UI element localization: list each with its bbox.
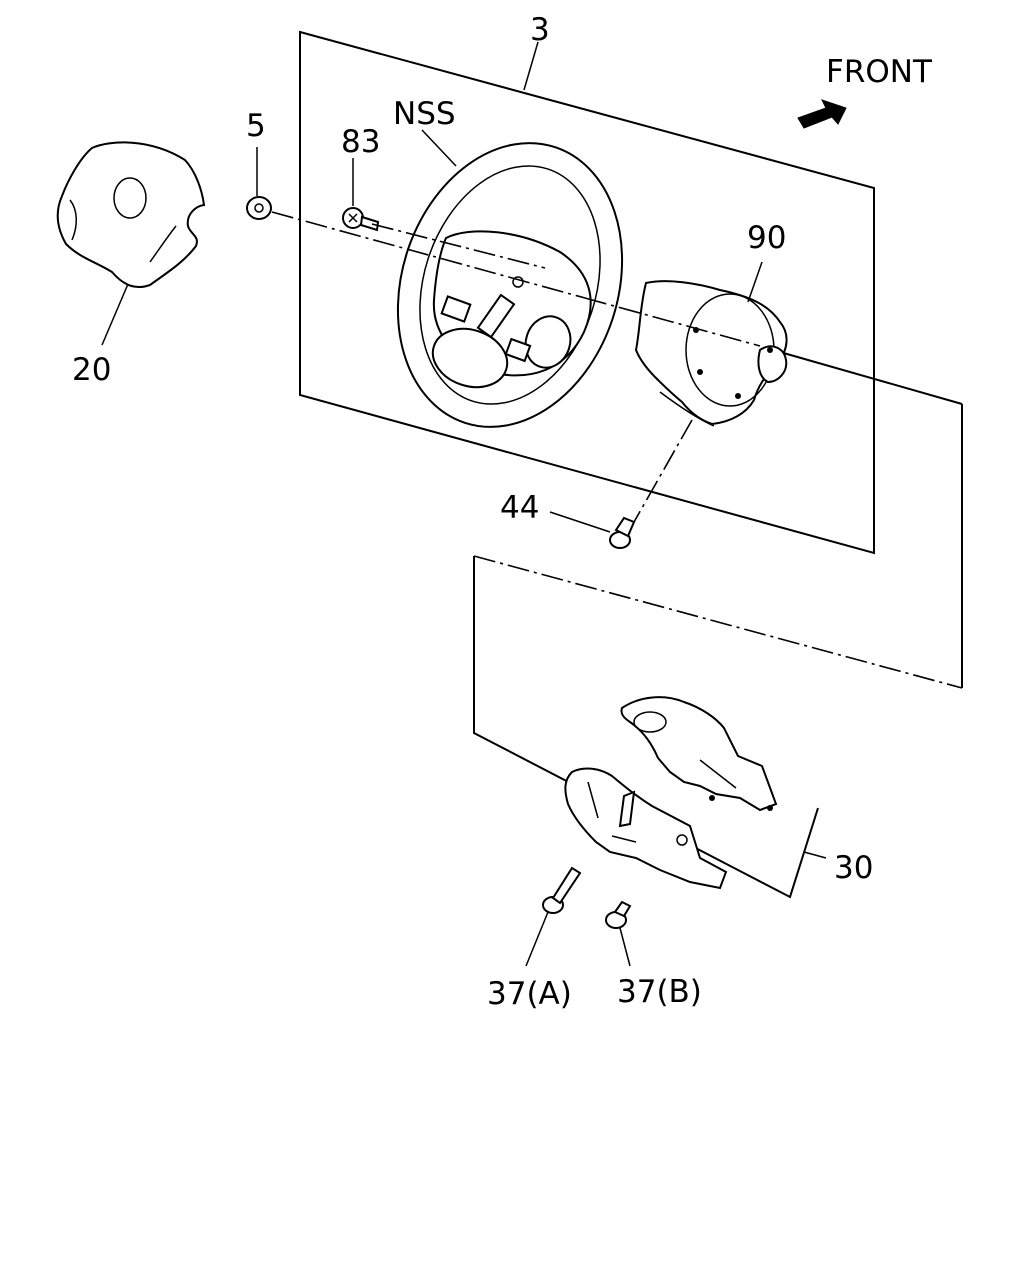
part-83-label: 83 [341,124,380,160]
part-3-label: 3 [530,12,550,48]
screw-44-part [609,516,636,549]
nut-part [246,196,272,220]
part-44-label: 44 [500,490,539,526]
column-cover-lower-upper-part [620,696,778,812]
screw-part [342,207,380,232]
part-5-label: 5 [246,108,266,144]
part-20-label: 20 [72,352,111,388]
front-arrow-icon [797,99,847,129]
leader-lines [101,41,827,967]
column-cover-lower-lower-part [564,767,728,890]
lower-assembly-box [473,351,963,899]
alignment-lines [271,211,761,523]
part-37a-label: 37(A) [487,976,572,1012]
front-label: FRONT [826,54,933,90]
part-nss-label: NSS [393,96,456,132]
horn-pad-part [56,141,206,289]
steering-wheel-part [396,142,624,428]
part-30-label: 30 [834,850,873,886]
upper-assembly-box [299,30,875,555]
part-37b-label: 37(B) [617,974,702,1010]
column-cover-upper-part [634,280,788,427]
screw-37a-part [542,866,582,914]
screw-37b-part [605,900,632,929]
part-90-label: 90 [747,220,786,256]
